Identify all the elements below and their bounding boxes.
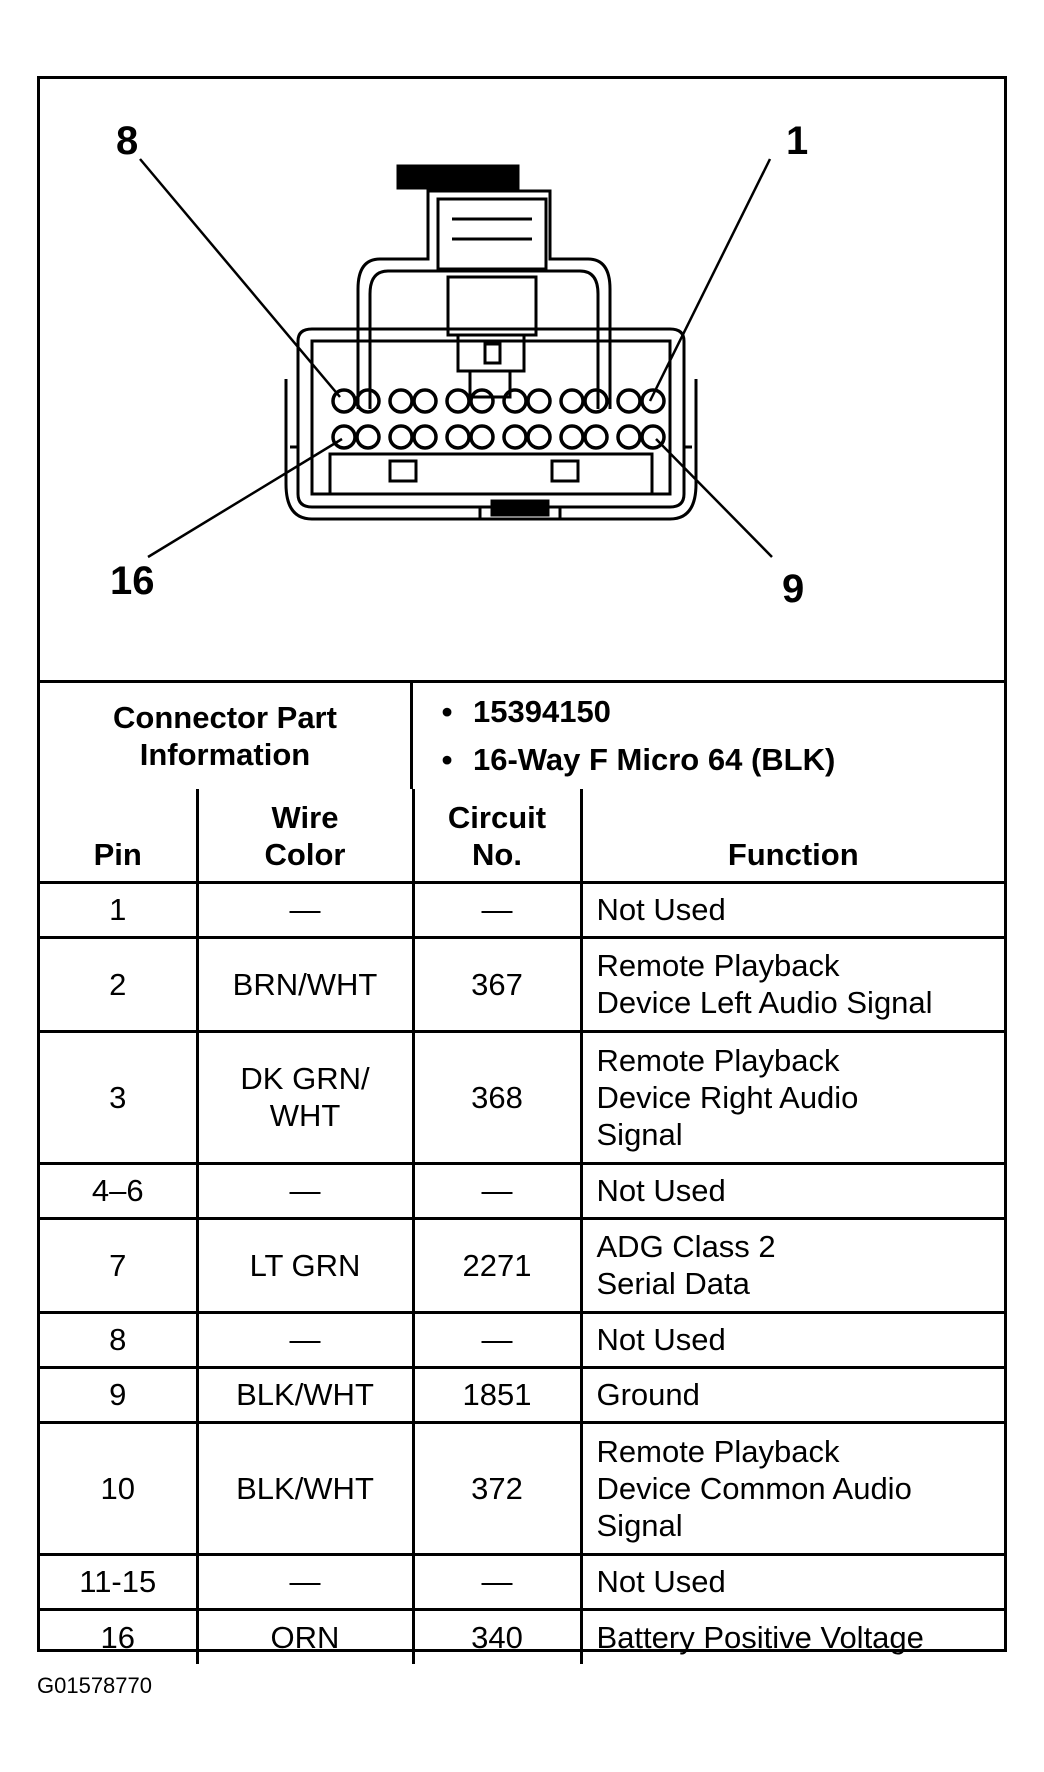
pin-cell: 1 bbox=[40, 880, 199, 939]
pin-cell: 4–6 bbox=[40, 1161, 199, 1220]
wire-color-cell: LT GRN bbox=[195, 1216, 415, 1314]
pin-8-callout: 8 bbox=[116, 119, 139, 163]
circuit-cell: 2271 bbox=[411, 1216, 583, 1314]
function-cell: ADG Class 2 Serial Data bbox=[579, 1216, 1004, 1314]
wire-color-cell: ORN bbox=[195, 1607, 415, 1664]
table-header-row: Pin Wire Color Circuit No. Function bbox=[40, 789, 1004, 884]
info-title-line-2: Information bbox=[139, 737, 311, 772]
part-number: 15394150 bbox=[473, 694, 611, 729]
pin-16-callout: 16 bbox=[110, 559, 155, 603]
table-row: 3 DK GRN/ WHT 368 Remote Playback Device… bbox=[40, 1029, 1004, 1165]
table-row: 7 LT GRN 2271 ADG Class 2 Serial Data bbox=[40, 1216, 1004, 1314]
info-title-line-1: Connector Part bbox=[113, 700, 337, 735]
pin-cell: 3 bbox=[40, 1029, 199, 1165]
table-row: 9 BLK/WHT 1851 Ground bbox=[40, 1365, 1004, 1424]
wire-color-cell: BRN/WHT bbox=[195, 935, 415, 1033]
table-row: 1 — — Not Used bbox=[40, 880, 1004, 939]
circuit-cell: 372 bbox=[411, 1420, 583, 1556]
info-item: • 16-Way F Micro 64 (BLK) bbox=[442, 736, 1004, 784]
table-row: 10 BLK/WHT 372 Remote Playback Device Co… bbox=[40, 1420, 1004, 1556]
pin-9-callout: 9 bbox=[782, 567, 805, 611]
wire-color-cell: BLK/WHT bbox=[195, 1420, 415, 1556]
pin-cell: 8 bbox=[40, 1310, 199, 1369]
header-wire-color: Wire Color bbox=[195, 789, 415, 884]
connector-part-info-list: • 15394150 • 16-Way F Micro 64 (BLK) bbox=[413, 683, 1004, 789]
circuit-cell: — bbox=[411, 1161, 583, 1220]
function-cell: Not Used bbox=[579, 1161, 1004, 1220]
function-cell: Not Used bbox=[579, 1310, 1004, 1369]
bullet-icon: • bbox=[441, 742, 453, 777]
pinout-table: Pin Wire Color Circuit No. Function 1 — … bbox=[40, 789, 1004, 1664]
connector-diagram: 8 1 16 9 bbox=[40, 79, 1004, 680]
header-circuit-no: Circuit No. bbox=[411, 789, 583, 884]
wire-color-cell: — bbox=[195, 1161, 415, 1220]
wire-color-cell: — bbox=[195, 1552, 415, 1611]
pin-cell: 9 bbox=[40, 1365, 199, 1424]
function-cell: Battery Positive Voltage bbox=[579, 1607, 1004, 1664]
circuit-cell: 340 bbox=[411, 1607, 583, 1664]
connector-description: 16-Way F Micro 64 (BLK) bbox=[473, 742, 836, 777]
pin-cell: 7 bbox=[40, 1216, 199, 1314]
table-row: 8 — — Not Used bbox=[40, 1310, 1004, 1369]
connector-face-drawing bbox=[139, 158, 773, 559]
circuit-cell: — bbox=[411, 1552, 583, 1611]
pin-cell: 10 bbox=[40, 1420, 199, 1556]
pin-cell: 11-15 bbox=[40, 1552, 199, 1611]
table-row: 11-15 — — Not Used bbox=[40, 1552, 1004, 1611]
figure-id: G01578770 bbox=[37, 1673, 152, 1698]
table-row: 4–6 — — Not Used bbox=[40, 1161, 1004, 1220]
function-cell: Not Used bbox=[579, 1552, 1004, 1611]
wire-color-cell: BLK/WHT bbox=[195, 1365, 415, 1424]
info-item: • 15394150 bbox=[442, 688, 1004, 736]
function-cell: Remote Playback Device Common Audio Sign… bbox=[579, 1420, 1004, 1556]
connector-figure: 8 1 16 9 Connector Part Information • 15… bbox=[37, 76, 1007, 1664]
table-row: 16 ORN 340 Battery Positive Voltage bbox=[40, 1607, 1004, 1664]
circuit-cell: — bbox=[411, 880, 583, 939]
circuit-cell: 1851 bbox=[411, 1365, 583, 1424]
function-cell: Not Used bbox=[579, 880, 1004, 939]
pin-cell: 2 bbox=[40, 935, 199, 1033]
header-function: Function bbox=[579, 789, 1004, 884]
function-cell: Ground bbox=[579, 1365, 1004, 1424]
connector-part-info-label: Connector Part Information bbox=[40, 683, 413, 789]
circuit-cell: 367 bbox=[411, 935, 583, 1033]
wire-color-cell: — bbox=[195, 880, 415, 939]
table-row: 2 BRN/WHT 367 Remote Playback Device Lef… bbox=[40, 935, 1004, 1033]
function-cell: Remote Playback Device Left Audio Signal bbox=[579, 935, 1004, 1033]
pin-cell: 16 bbox=[40, 1607, 199, 1664]
pin-1-callout: 1 bbox=[786, 119, 809, 163]
circuit-cell: 368 bbox=[411, 1029, 583, 1165]
connector-part-info: Connector Part Information • 15394150 • … bbox=[40, 680, 1004, 789]
bullet-icon: • bbox=[441, 694, 453, 729]
wire-color-cell: DK GRN/ WHT bbox=[195, 1029, 415, 1165]
function-cell: Remote Playback Device Right Audio Signa… bbox=[579, 1029, 1004, 1165]
header-pin: Pin bbox=[40, 789, 199, 884]
circuit-cell: — bbox=[411, 1310, 583, 1369]
wire-color-cell: — bbox=[195, 1310, 415, 1369]
